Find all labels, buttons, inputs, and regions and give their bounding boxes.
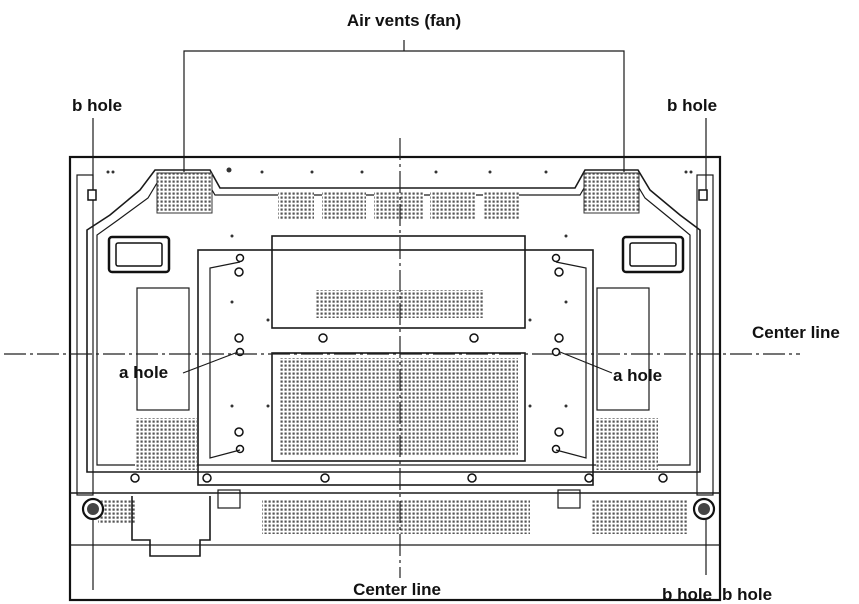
top-vent-4 xyxy=(430,192,476,220)
upper-center-panel xyxy=(271,235,526,329)
bottom-left-bracket xyxy=(131,496,211,557)
lower-center-panel xyxy=(271,352,526,462)
bottom-left-b-hole-inner xyxy=(87,503,99,515)
bottom-left-vent xyxy=(98,500,136,524)
top-right-b-hole xyxy=(698,189,708,201)
top-right-b-hole-label: b hole xyxy=(667,96,717,115)
bottom-right-vent xyxy=(592,500,687,534)
top-left-b-hole-label: b hole xyxy=(72,96,122,115)
air-vents-label: Air vents (fan) xyxy=(347,11,461,30)
right-side-rail xyxy=(696,174,714,496)
right-a-hole-label: a hole xyxy=(613,366,662,385)
bottom-b-hole-label-1: b hole xyxy=(662,585,712,604)
upper-center-vent xyxy=(315,290,483,318)
bottom-left-box xyxy=(217,489,241,509)
air-vents-bracket xyxy=(183,50,625,172)
right-lower-vent xyxy=(596,418,658,470)
left-fan-vent xyxy=(156,172,213,214)
center-line-bottom-label: Center line xyxy=(353,580,441,599)
top-vent-1 xyxy=(278,192,314,220)
mounting-screws xyxy=(130,267,668,483)
right-fan-vent xyxy=(583,172,640,214)
center-line-right-label: Center line xyxy=(752,323,840,342)
right-a-hole-leader xyxy=(559,351,613,374)
top-vent-2 xyxy=(322,192,366,220)
left-side-rail xyxy=(76,174,94,496)
left-a-hole-label: a hole xyxy=(119,363,168,382)
bottom-b-hole-label-2: b hole xyxy=(722,585,772,604)
top-vent-5 xyxy=(483,192,519,220)
lower-center-vent xyxy=(280,358,518,456)
bottom-right-b-hole-inner xyxy=(698,503,710,515)
bottom-center-vent xyxy=(262,500,530,534)
top-vent-3 xyxy=(374,192,424,220)
tv-outer-frame xyxy=(68,155,722,602)
top-left-b-hole xyxy=(87,189,97,201)
inner-panel-outline xyxy=(86,169,701,473)
left-side-panel xyxy=(136,287,190,411)
small-dots xyxy=(106,167,693,408)
left-handle-slot xyxy=(115,242,163,267)
bottom-right-box xyxy=(557,489,581,509)
right-handle-slot xyxy=(629,242,677,267)
right-side-panel xyxy=(596,287,650,411)
left-a-hole-bracket xyxy=(209,261,241,459)
left-a-hole-leader xyxy=(182,351,239,374)
left-lower-vent xyxy=(135,418,197,470)
